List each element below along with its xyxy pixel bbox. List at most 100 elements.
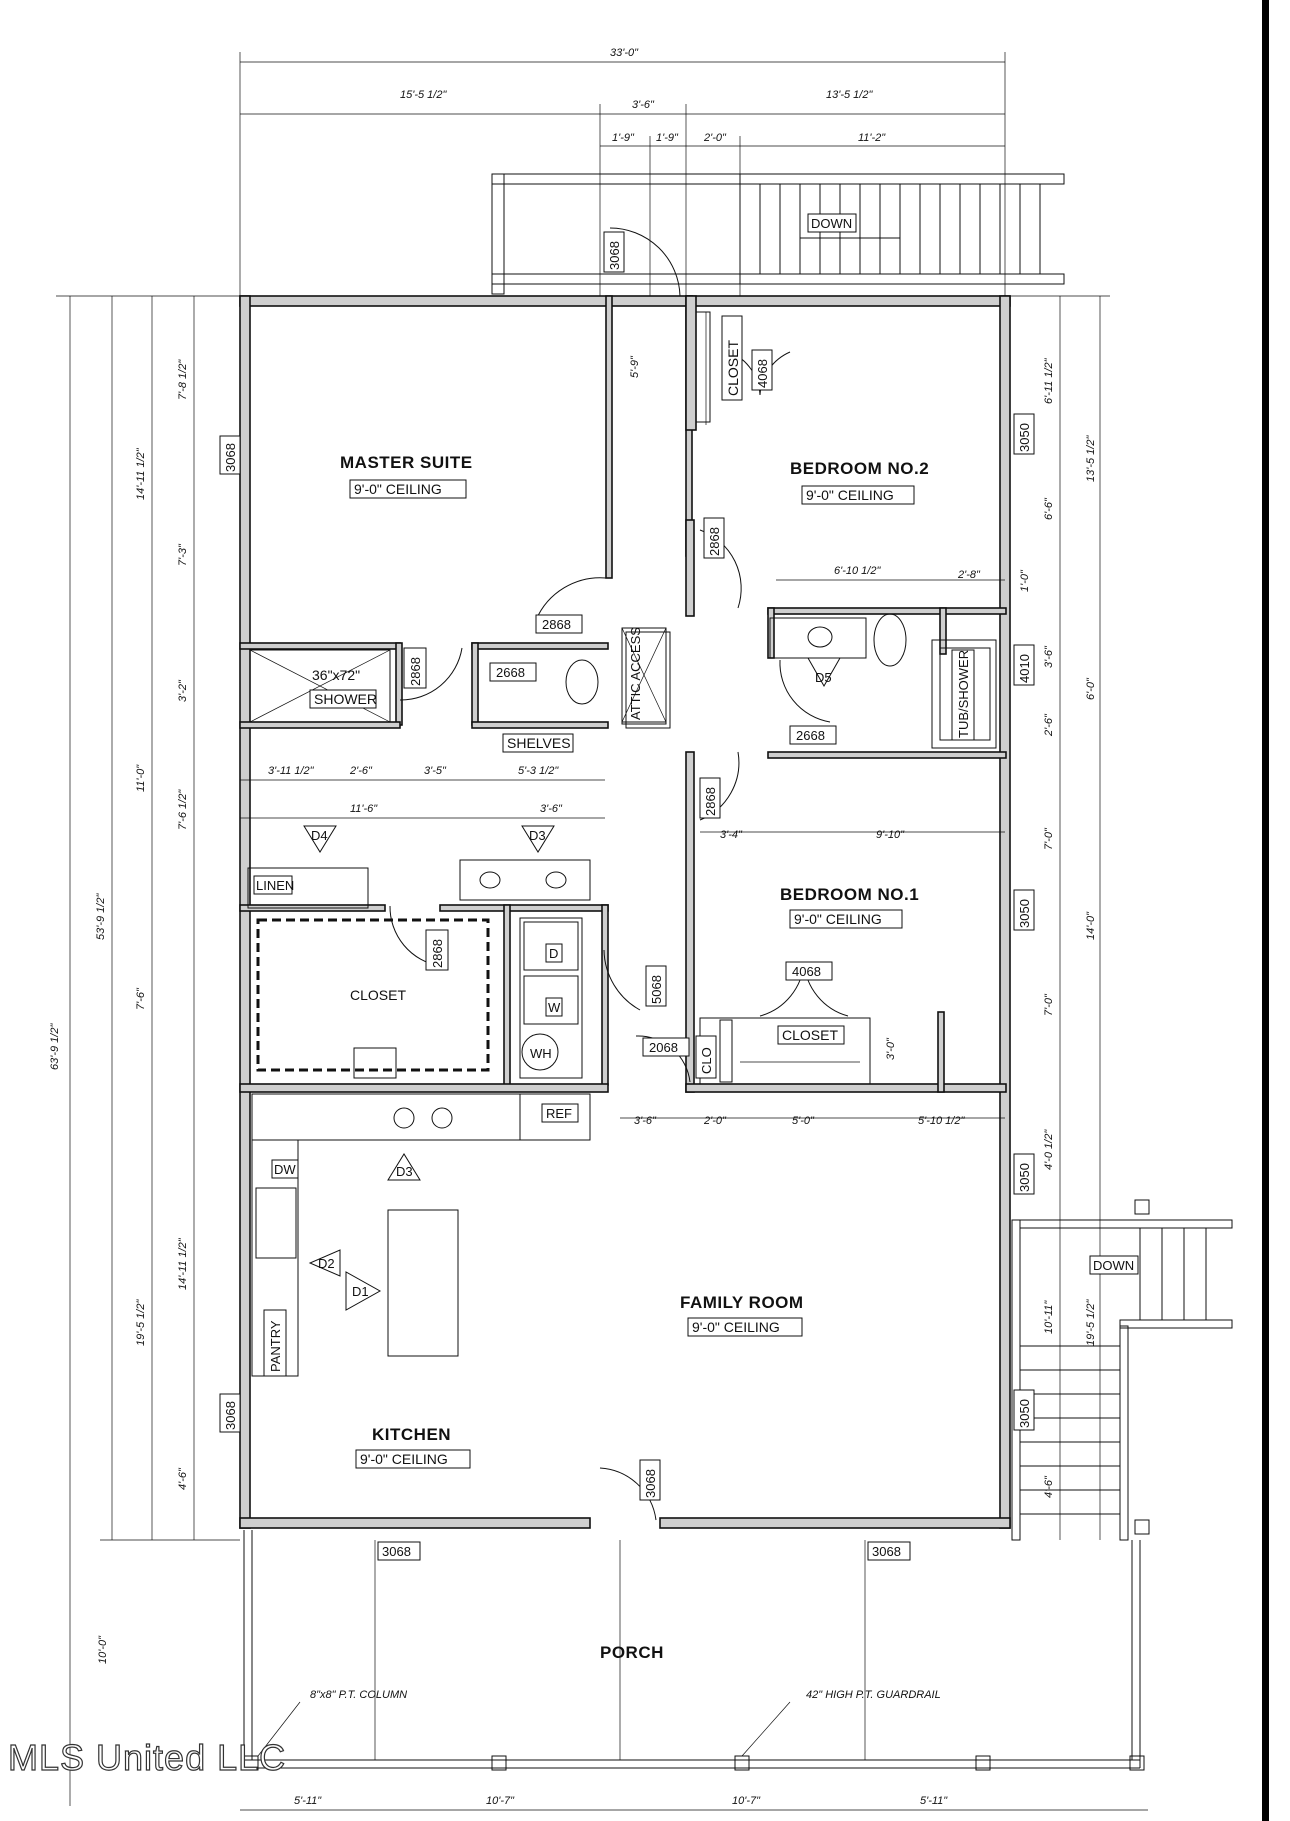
room-ceiling-bedroom2: 9'-0" CEILING xyxy=(806,487,894,503)
label-shower: SHOWER xyxy=(314,691,377,707)
dim-r-26: 2'-6" xyxy=(1043,713,1055,737)
room-name-porch: PORCH xyxy=(600,1643,664,1662)
room-name-kitchen: KITCHEN xyxy=(372,1425,451,1444)
window-code-3050-bed2: 3050 xyxy=(1017,423,1032,452)
dim-m-116: 11'-6" xyxy=(350,803,378,815)
label-wh: WH xyxy=(530,1046,552,1061)
label-tub-shower: TUB/SHOWER xyxy=(956,650,971,738)
rear-stair xyxy=(491,173,1065,297)
dimension-lines xyxy=(56,52,1148,1811)
door-code-3068-master: 3068 xyxy=(223,443,238,472)
dim-r-70a: 7'-0" xyxy=(1043,827,1055,850)
tag-d2: D2 xyxy=(318,1256,335,1271)
dim-m-53: 5'-3 1/2" xyxy=(518,765,559,777)
note-column: 8"x8" P.T. COLUMN xyxy=(310,1689,407,1701)
dim-h-36: 3'-6" xyxy=(634,1115,657,1127)
door-code-3068-porch-right: 3068 xyxy=(872,1544,901,1559)
label-pantry: PANTRY xyxy=(268,1320,283,1372)
door-code-4068-closet2: 4068 xyxy=(755,359,770,388)
label-shelves: SHELVES xyxy=(507,735,571,751)
door-code-2668-bath: 2668 xyxy=(796,728,825,743)
label-washer: W xyxy=(548,1000,561,1015)
dim-top-mid: 3'-6" xyxy=(632,99,655,111)
dim-r-1011: 10'-11" xyxy=(1043,1300,1055,1334)
label-down-side: DOWN xyxy=(1093,1258,1134,1273)
dim-left-46: 4'-6" xyxy=(177,1467,189,1490)
fixtures xyxy=(247,311,997,1377)
dim-left-1951: 19'-5 1/2" xyxy=(135,1299,147,1346)
door-code-2868-bed2: 2868 xyxy=(707,527,722,556)
room-ceiling-master-suite: 9'-0" CEILING xyxy=(354,481,442,497)
door-code-2868-bed1: 2868 xyxy=(703,787,718,816)
dim-h-50: 5'-0" xyxy=(792,1115,815,1127)
dim-top-20: 2'-0" xyxy=(703,132,727,144)
dim-m-26: 2'-6" xyxy=(349,765,373,777)
label-ref: REF xyxy=(546,1106,572,1121)
label-closet-bed1: CLOSET xyxy=(782,1027,838,1043)
room-name-bedroom1: BEDROOM NO.1 xyxy=(780,885,919,904)
dim-closet-59: 5'-9" xyxy=(629,355,641,378)
door-code-3068-rear: 3068 xyxy=(607,241,622,270)
dim-overall-depth: 63'-9 1/2" xyxy=(49,1023,61,1070)
dimension-texts: 33'-0" 15'-5 1/2" 3'-6" 13'-5 1/2" 1'-9"… xyxy=(49,47,1097,1807)
door-code-2068-clo: 2068 xyxy=(649,1040,678,1055)
right-border xyxy=(1262,0,1269,1821)
tag-d3-kitchen: D3 xyxy=(396,1164,413,1179)
dim-m-36: 3'-6" xyxy=(540,803,563,815)
dim-left-32: 3'-2" xyxy=(177,679,189,702)
window-code-3050-family-b: 3050 xyxy=(1017,1399,1032,1428)
door-code-2668-wc: 2668 xyxy=(496,665,525,680)
dim-top-19a: 1'-9" xyxy=(612,132,635,144)
label-closet-bed2: CLOSET xyxy=(725,340,741,396)
room-ceiling-kitchen: 9'-0" CEILING xyxy=(360,1451,448,1467)
dim-r-611: 6'-11 1/2" xyxy=(1043,357,1055,404)
label-dw: DW xyxy=(274,1162,296,1177)
dim-r-10: 1'-0" xyxy=(1019,569,1031,592)
room-ceiling-bedroom1: 9'-0" CEILING xyxy=(794,911,882,927)
dim-left-78: 7'-8 1/2" xyxy=(177,359,189,400)
door-code-2868-closet: 2868 xyxy=(430,939,445,968)
dim-h-20: 2'-0" xyxy=(703,1115,727,1127)
dim-left-73: 7'-3" xyxy=(177,543,189,566)
room-name-family-room: FAMILY ROOM xyxy=(680,1293,804,1312)
label-attic-access: ATTIC ACCESS xyxy=(628,627,643,720)
dim-r-30: 3'-0" xyxy=(885,1037,897,1060)
window-code-3050-bed1: 3050 xyxy=(1017,899,1032,928)
label-linen: LINEN xyxy=(256,878,294,893)
dim-r-36: 3'-6" xyxy=(1043,645,1055,668)
note-guardrail: 42" HIGH P.T. GUARDRAIL xyxy=(806,1689,941,1701)
window-code-3050-family: 3050 xyxy=(1017,1163,1032,1192)
dim-left-1411a: 14'-11 1/2" xyxy=(135,447,147,500)
dim-p-107b: 10'-7" xyxy=(732,1795,761,1807)
door-swings xyxy=(389,351,849,1521)
dim-b-28: 2'-8" xyxy=(957,569,981,581)
dim-top-112: 11'-2" xyxy=(858,132,886,144)
room-ceiling-family-room: 9'-0" CEILING xyxy=(692,1319,780,1335)
dim-b-34: 3'-4" xyxy=(720,829,743,841)
dim-left-76a: 7'-6 1/2" xyxy=(177,789,189,830)
door-code-2868-master: 2868 xyxy=(542,617,571,632)
tag-d1: D1 xyxy=(352,1284,369,1299)
dim-r-66: 6'-6" xyxy=(1043,497,1055,520)
label-down-rear: DOWN xyxy=(811,216,852,231)
window-code-4010: 4010 xyxy=(1017,654,1032,683)
dim-m-3111: 3'-11 1/2" xyxy=(268,765,315,777)
tag-d5: D5 xyxy=(815,670,832,685)
label-clo: CLO xyxy=(699,1047,714,1074)
door-code-2868-shower: 2868 xyxy=(408,657,423,686)
door-code-3068-front: 3068 xyxy=(643,1469,658,1498)
door-code-3068-porch-left: 3068 xyxy=(382,1544,411,1559)
door-codes: 3068 3068 2868 2868 2668 4068 3050 2868 … xyxy=(219,231,1035,1561)
label-dryer: D xyxy=(549,946,558,961)
dim-r-135: 13'-5 1/2" xyxy=(1085,435,1097,482)
porch-structure xyxy=(243,1530,1145,1771)
dim-h-5101: 5'-10 1/2" xyxy=(918,1115,965,1127)
room-name-master-suite: MASTER SUITE xyxy=(340,453,473,472)
tag-d4: D4 xyxy=(311,828,328,843)
dim-p-511a: 5'-11" xyxy=(294,1795,322,1807)
door-code-5068-laundry: 5068 xyxy=(649,975,664,1004)
dim-r-40: 4'-0 1/2" xyxy=(1043,1129,1055,1170)
dim-top-left: 15'-5 1/2" xyxy=(400,89,447,101)
dim-left-1411b: 14'-11 1/2" xyxy=(177,1237,189,1290)
